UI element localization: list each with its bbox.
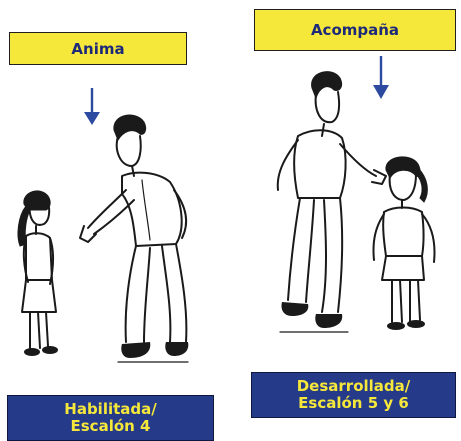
habilitada-line2: Escalón 4 bbox=[70, 417, 151, 435]
acompana-label: Acompaña bbox=[310, 21, 400, 39]
habilitada-line1: Habilitada/ bbox=[64, 400, 157, 418]
man-figure-left bbox=[78, 110, 200, 370]
anima-label: Anima bbox=[71, 39, 125, 58]
down-arrow-icon bbox=[373, 56, 389, 99]
man-figure-right bbox=[268, 66, 392, 336]
desarrollada-line1: Desarrollada/ bbox=[296, 377, 411, 395]
girl-figure-left bbox=[10, 188, 70, 368]
habilitada-label-box: Habilitada/ Escalón 4 bbox=[7, 395, 214, 441]
girl-figure-right bbox=[366, 152, 446, 342]
desarrollada-label-box: Desarrollada/ Escalón 5 y 6 bbox=[251, 372, 456, 418]
anima-label-box: Anima bbox=[9, 32, 187, 65]
down-arrow-icon bbox=[84, 88, 100, 125]
desarrollada-line2: Escalón 5 y 6 bbox=[298, 394, 409, 412]
acompana-label-box: Acompaña bbox=[254, 9, 456, 51]
